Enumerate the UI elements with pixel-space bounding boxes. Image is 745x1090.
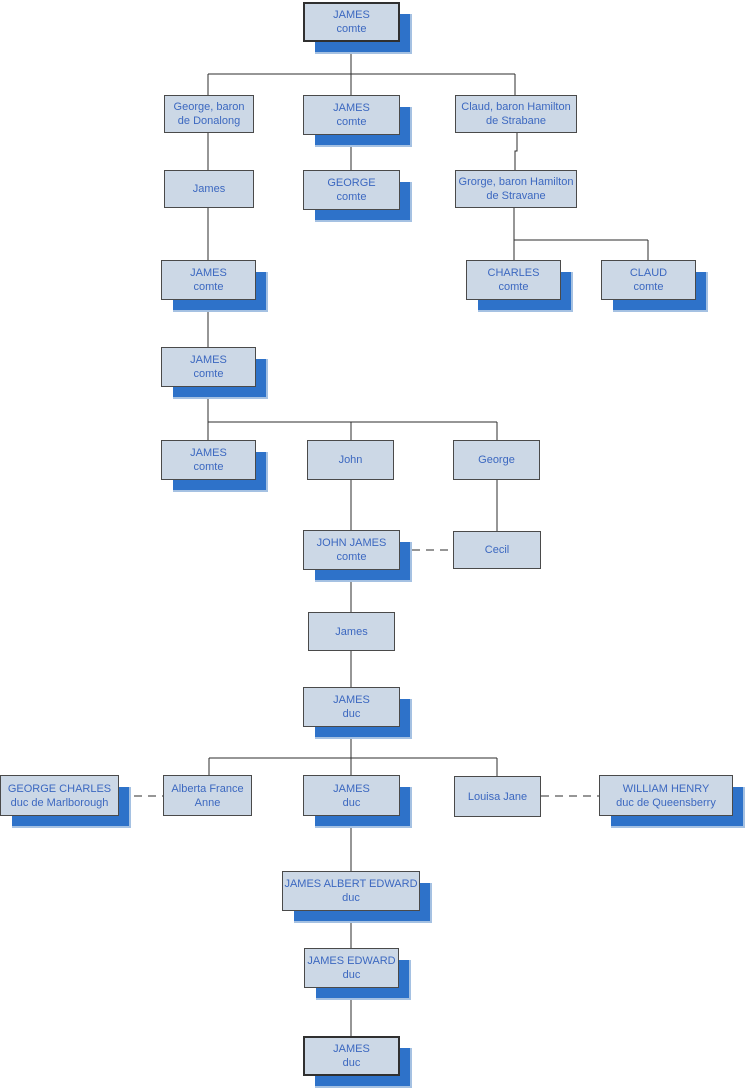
person-node: James	[308, 612, 395, 651]
person-node-label: Cecil	[484, 544, 510, 556]
person-node-label: comte	[336, 116, 367, 128]
person-node-label: George	[478, 454, 515, 466]
person-node-label: comte	[193, 461, 224, 473]
person-node-label: JAMES	[333, 782, 370, 795]
person-node-label: Claud, baron Hamilton	[461, 101, 571, 113]
person-node-label: John	[338, 454, 363, 466]
person-node-label: de Stravane	[486, 190, 546, 202]
person-node: George, baron de Donalong	[164, 95, 254, 133]
person-node-label: JOHN JAMES	[316, 537, 387, 549]
person-node: Louisa Jane	[454, 776, 541, 817]
person-node-label: GEORGE	[327, 177, 376, 189]
person-node-label: JAMES	[190, 447, 227, 459]
person-node-label: CLAUD	[629, 267, 668, 279]
person-node: JAMES duc	[303, 687, 400, 727]
person-node-label: JAMES	[333, 1043, 370, 1055]
person-node-label: Anne	[194, 796, 221, 809]
person-node-label: duc	[342, 796, 361, 809]
person-node-label: Louisa Jane	[467, 790, 528, 803]
person-node-label: Grorge, baron Hamilton	[458, 176, 574, 188]
person-node: JAMES comte	[303, 95, 400, 135]
person-node: JAMES comte	[303, 2, 400, 42]
person-node: Grorge, baron Hamilton de Stravane	[455, 170, 577, 208]
person-node-label: CHARLES	[487, 267, 540, 279]
person-node-label: duc de Queensberry	[616, 796, 716, 809]
person-node-label: GEORGE CHARLES	[7, 782, 112, 795]
person-node-label: duc de Marlborough	[10, 796, 109, 809]
person-node-label: JAMES	[333, 694, 370, 706]
person-node-label: James	[335, 625, 368, 638]
person-node: JOHN JAMES comte	[303, 530, 400, 570]
person-node: JAMES comte	[161, 347, 256, 387]
person-node: JAMES EDWARD duc	[304, 948, 399, 988]
person-node-label: duc	[342, 1057, 361, 1069]
person-node-label: JAMES	[333, 102, 370, 114]
descent-connector	[514, 133, 518, 170]
person-node-label: JAMES	[333, 9, 370, 21]
person-node-label: JAMES	[190, 354, 227, 366]
person-node-label: JAMES EDWARD	[307, 955, 396, 967]
person-node: George	[453, 440, 540, 480]
person-node-label: duc	[342, 892, 360, 904]
person-node: GEORGE comte	[303, 170, 400, 210]
person-node-label: duc	[342, 708, 361, 720]
person-node-label: de Strabane	[486, 115, 546, 127]
person-node: James	[164, 170, 254, 208]
person-node-label: comte	[336, 191, 367, 203]
person-node-label: comte	[193, 368, 224, 380]
person-node-label: duc	[342, 969, 361, 981]
person-node-label: James	[192, 183, 226, 195]
person-node-label: George, baron	[173, 101, 245, 113]
person-node-label: comte	[193, 281, 224, 293]
person-node: JAMES duc	[303, 1036, 400, 1076]
person-node: JAMES comte	[161, 440, 256, 480]
person-node: JAMES comte	[161, 260, 256, 300]
person-node-label: WILLIAM HENRY	[622, 782, 710, 795]
person-node: CLAUD comte	[601, 260, 696, 300]
person-node-label: comte	[633, 281, 664, 293]
person-node-label: JAMES ALBERT EDWARD	[284, 878, 418, 890]
person-node: JAMES ALBERT EDWARD duc	[282, 871, 420, 911]
person-node: CHARLES comte	[466, 260, 561, 300]
person-node-label: comte	[336, 551, 367, 563]
person-node-label: comte	[336, 23, 367, 35]
person-node-label: comte	[498, 281, 529, 293]
person-node: Cecil	[453, 531, 541, 569]
person-node-label: JAMES	[190, 267, 227, 279]
person-node-label: de Donalong	[177, 115, 241, 127]
person-node: John	[307, 440, 394, 480]
person-node-label: Alberta France	[171, 782, 244, 795]
person-node: Claud, baron Hamilton de Strabane	[455, 95, 577, 133]
